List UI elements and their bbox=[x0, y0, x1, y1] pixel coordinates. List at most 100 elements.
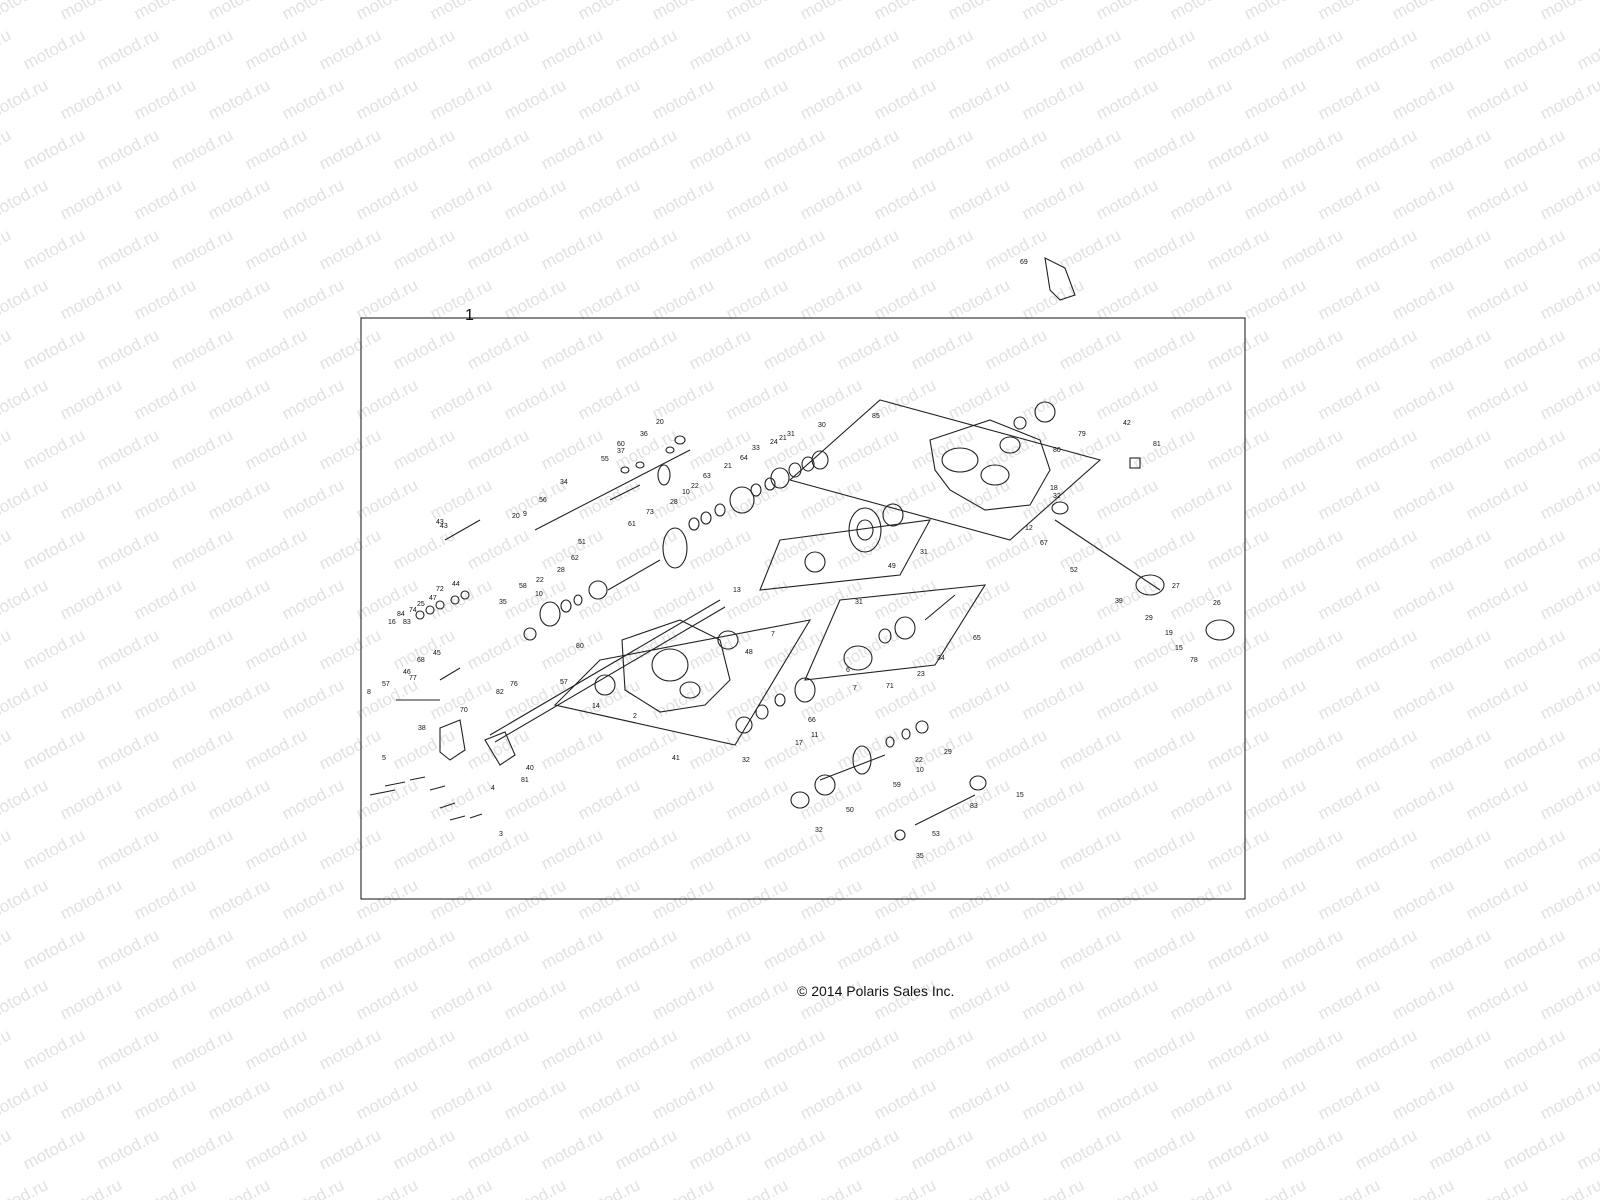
watermark-text: motod.ru bbox=[686, 225, 754, 273]
watermark-text: motod.ru bbox=[1389, 375, 1457, 423]
watermark-text: motod.ru bbox=[1537, 675, 1600, 723]
callout-label: 5 bbox=[382, 755, 386, 762]
watermark-text: motod.ru bbox=[1278, 525, 1346, 573]
watermark-text: motod.ru bbox=[131, 0, 199, 24]
watermark-text: motod.ru bbox=[464, 225, 532, 273]
watermark-text: motod.ru bbox=[797, 375, 865, 423]
watermark-text: motod.ru bbox=[1278, 25, 1346, 73]
watermark-text: motod.ru bbox=[1352, 125, 1420, 173]
callout-label: 57 bbox=[382, 681, 390, 688]
watermark-text: motod.ru bbox=[427, 475, 495, 523]
watermark-text: motod.ru bbox=[1241, 1075, 1309, 1123]
watermark-text: motod.ru bbox=[1093, 1075, 1161, 1123]
watermark-text: motod.ru bbox=[168, 1125, 236, 1173]
callout-label: 30 bbox=[818, 422, 826, 429]
watermark-text: motod.ru bbox=[242, 125, 310, 173]
watermark-text: motod.ru bbox=[1204, 725, 1272, 773]
callout-label: 64 bbox=[740, 455, 748, 462]
callout-label: 24 bbox=[770, 439, 778, 446]
watermark-text: motod.ru bbox=[427, 575, 495, 623]
watermark-text: motod.ru bbox=[575, 575, 643, 623]
watermark-text: motod.ru bbox=[871, 0, 939, 24]
watermark-text: motod.ru bbox=[723, 975, 791, 1023]
callout-label: 80 bbox=[576, 643, 584, 650]
watermark-text: motod.ru bbox=[1056, 1125, 1124, 1173]
watermark-text: motod.ru bbox=[612, 825, 680, 873]
callout-label: 56 bbox=[539, 497, 547, 504]
watermark-text: motod.ru bbox=[501, 975, 569, 1023]
watermark-text: motod.ru bbox=[205, 975, 273, 1023]
watermark-text: motod.ru bbox=[427, 975, 495, 1023]
watermark-text: motod.ru bbox=[612, 1125, 680, 1173]
watermark-text: motod.ru bbox=[353, 375, 421, 423]
callout-label: 6 bbox=[846, 667, 850, 674]
watermark-text: motod.ru bbox=[316, 125, 384, 173]
watermark-text: motod.ru bbox=[131, 1075, 199, 1123]
watermark-text: motod.ru bbox=[1426, 225, 1494, 273]
watermark-text: motod.ru bbox=[1241, 175, 1309, 223]
watermark-text: motod.ru bbox=[427, 75, 495, 123]
watermark-text: motod.ru bbox=[1093, 175, 1161, 223]
watermark-text: motod.ru bbox=[908, 1025, 976, 1073]
watermark-text: motod.ru bbox=[390, 425, 458, 473]
watermark-text: motod.ru bbox=[279, 775, 347, 823]
watermark-text: motod.ru bbox=[1130, 725, 1198, 773]
watermark-text: motod.ru bbox=[1463, 275, 1531, 323]
watermark-text: motod.ru bbox=[982, 1125, 1050, 1173]
watermark-text: motod.ru bbox=[131, 675, 199, 723]
callout-label: 10 bbox=[535, 591, 543, 598]
callout-label: 2 bbox=[633, 713, 637, 720]
watermark-text: motod.ru bbox=[205, 375, 273, 423]
watermark-text: motod.ru bbox=[205, 675, 273, 723]
watermark-text: motod.ru bbox=[723, 0, 791, 24]
watermark-text: motod.ru bbox=[1167, 75, 1235, 123]
watermark-text: motod.ru bbox=[0, 25, 14, 73]
watermark-text: motod.ru bbox=[538, 1025, 606, 1073]
watermark-text: motod.ru bbox=[0, 525, 14, 573]
watermark-text: motod.ru bbox=[1574, 525, 1600, 573]
watermark-text: motod.ru bbox=[1352, 1025, 1420, 1073]
watermark-text: motod.ru bbox=[1574, 425, 1600, 473]
watermark-text: motod.ru bbox=[575, 75, 643, 123]
watermark-text: motod.ru bbox=[242, 625, 310, 673]
callout-label: 22 bbox=[536, 577, 544, 584]
watermark-text: motod.ru bbox=[57, 75, 125, 123]
watermark-text: motod.ru bbox=[1352, 225, 1420, 273]
watermark-text: motod.ru bbox=[1056, 1025, 1124, 1073]
watermark-text: motod.ru bbox=[168, 625, 236, 673]
watermark-text: motod.ru bbox=[1389, 1175, 1457, 1200]
watermark-text: motod.ru bbox=[871, 675, 939, 723]
watermark-text: motod.ru bbox=[1093, 475, 1161, 523]
watermark-text: motod.ru bbox=[1352, 25, 1420, 73]
watermark-text: motod.ru bbox=[20, 225, 88, 273]
callout-label: 80 bbox=[1053, 447, 1061, 454]
watermark-text: motod.ru bbox=[205, 75, 273, 123]
watermark-text: motod.ru bbox=[20, 725, 88, 773]
watermark-text: motod.ru bbox=[945, 475, 1013, 523]
watermark-text: motod.ru bbox=[1500, 925, 1568, 973]
watermark-text: motod.ru bbox=[871, 475, 939, 523]
watermark-text: motod.ru bbox=[1241, 75, 1309, 123]
callout-label: 13 bbox=[733, 587, 741, 594]
watermark-text: motod.ru bbox=[353, 1175, 421, 1200]
callout-label: 28 bbox=[557, 567, 565, 574]
callout-label: 78 bbox=[1190, 657, 1198, 664]
watermark-text: motod.ru bbox=[94, 1125, 162, 1173]
watermark-text: motod.ru bbox=[1167, 475, 1235, 523]
watermark-text: motod.ru bbox=[57, 175, 125, 223]
watermark-text: motod.ru bbox=[1019, 1075, 1087, 1123]
watermark-text: motod.ru bbox=[1093, 675, 1161, 723]
watermark-text: motod.ru bbox=[1426, 125, 1494, 173]
watermark-text: motod.ru bbox=[0, 975, 51, 1023]
watermark-text: motod.ru bbox=[723, 1075, 791, 1123]
watermark-text: motod.ru bbox=[1204, 1125, 1272, 1173]
watermark-text: motod.ru bbox=[316, 225, 384, 273]
watermark-text: motod.ru bbox=[1056, 925, 1124, 973]
watermark-text: motod.ru bbox=[279, 475, 347, 523]
callout-label: 22 bbox=[915, 757, 923, 764]
watermark-text: motod.ru bbox=[1241, 775, 1309, 823]
watermark-text: motod.ru bbox=[1574, 825, 1600, 873]
watermark-text: motod.ru bbox=[1352, 1125, 1420, 1173]
output-shaft bbox=[1051, 457, 1235, 641]
